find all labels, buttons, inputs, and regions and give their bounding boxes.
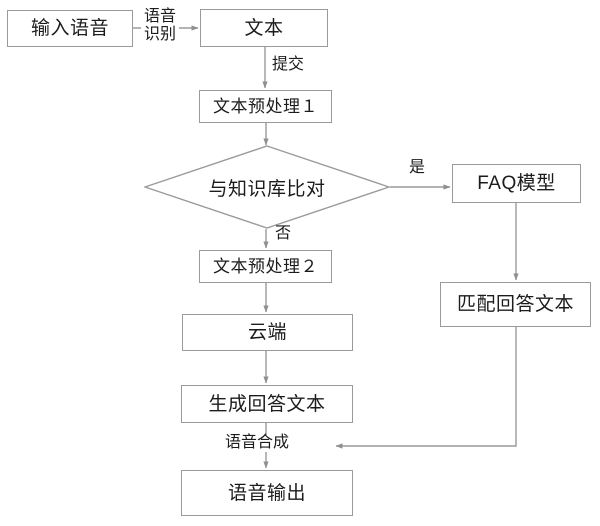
node-compare-knowledge-base[interactable]: 与知识库比对 (144, 145, 390, 229)
edge-label-speech-recognition-line1: 语音 (143, 8, 176, 25)
node-preprocess1[interactable]: 文本预处理１ (199, 90, 332, 123)
node-faq-model[interactable]: FAQ模型 (452, 164, 581, 203)
node-text-label: 文本 (244, 17, 284, 39)
node-generate-answer-text-label: 生成回答文本 (208, 393, 326, 415)
node-preprocess2[interactable]: 文本预处理２ (199, 250, 332, 283)
edge-label-submit: 提交 (271, 56, 306, 74)
node-preprocess1-label: 文本预处理１ (213, 97, 318, 116)
edge-match-to-synthesis (335, 327, 517, 449)
node-voice-output[interactable]: 语音输出 (181, 470, 353, 516)
node-cloud-label: 云端 (247, 322, 287, 343)
node-preprocess2-label: 文本预处理２ (213, 257, 318, 276)
node-input-voice[interactable]: 输入语音 (7, 10, 133, 47)
node-match-answer-text[interactable]: 匹配回答文本 (440, 282, 591, 327)
node-text[interactable]: 文本 (200, 9, 328, 47)
node-voice-output-label: 语音输出 (227, 482, 306, 504)
node-compare-knowledge-base-label: 与知识库比对 (208, 178, 326, 200)
decision-diamond-shape (144, 145, 390, 229)
node-cloud[interactable]: 云端 (182, 314, 353, 351)
edge-label-speech-synthesis: 语音合成 (224, 434, 291, 452)
node-faq-model-label: FAQ模型 (477, 173, 556, 194)
edge-label-yes: 是 (408, 159, 427, 177)
node-match-answer-text-label: 匹配回答文本 (456, 294, 574, 315)
node-generate-answer-text[interactable]: 生成回答文本 (181, 385, 353, 423)
edge-label-speech-recognition: 语音 识别 (141, 8, 179, 44)
edge-label-no: 否 (274, 225, 293, 243)
edge-label-speech-recognition-line2: 识别 (143, 25, 176, 43)
node-input-voice-label: 输入语音 (30, 18, 109, 39)
